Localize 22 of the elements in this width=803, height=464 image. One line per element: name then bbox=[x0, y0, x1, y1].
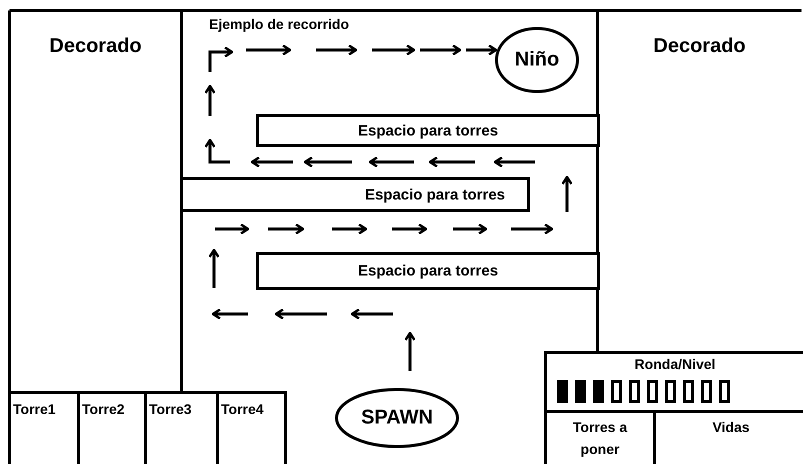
panel-label: Decorado bbox=[49, 35, 142, 58]
zone-label: Espacio para torres bbox=[358, 122, 498, 139]
diagram-note: Ejemplo de recorrido bbox=[209, 16, 350, 32]
node-label: Niño bbox=[514, 48, 560, 72]
panel-label: Torre2 bbox=[82, 401, 125, 417]
tower-zone-box bbox=[180, 177, 530, 212]
zone-label: Espacio para torres bbox=[364, 186, 505, 203]
panel-label: Vidas bbox=[711, 418, 751, 437]
oval-node bbox=[335, 388, 459, 448]
tower-slot-cell bbox=[216, 391, 287, 464]
oval-node bbox=[495, 27, 579, 93]
tower-zone-box bbox=[256, 252, 600, 290]
arrow bbox=[466, 44, 498, 56]
panel-label: Ronda/Nivel bbox=[634, 356, 716, 372]
panel-label: Decorado bbox=[653, 35, 746, 58]
panel-label: Torre1 bbox=[13, 401, 56, 417]
tower-zone-box bbox=[256, 114, 600, 147]
panel-label: Torres a poner bbox=[572, 418, 628, 459]
panel-label: Torre4 bbox=[221, 401, 264, 417]
node-label: SPAWN bbox=[361, 406, 433, 430]
zone-label: Espacio para torres bbox=[358, 262, 498, 280]
panel-label: Torre3 bbox=[149, 401, 192, 417]
